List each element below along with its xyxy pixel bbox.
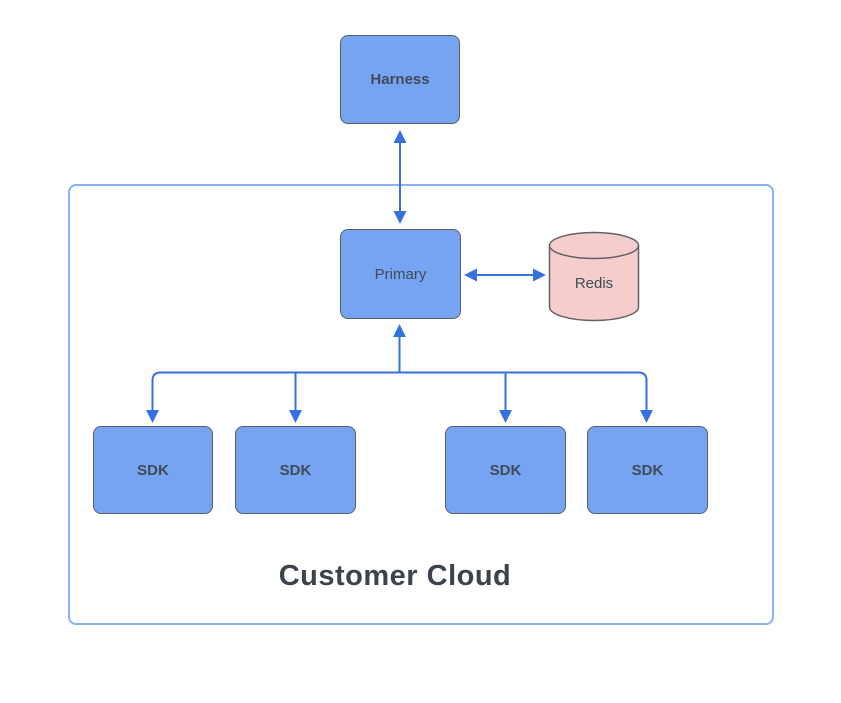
database-cylinder-shape: [548, 231, 640, 322]
redis-node: Redis: [548, 231, 640, 322]
sdk-label: SDK: [489, 461, 522, 479]
customer-cloud-label: Customer Cloud: [278, 560, 512, 592]
harness-label: Harness: [370, 71, 430, 88]
redis-label: Redis: [574, 275, 614, 292]
primary-label: Primary: [374, 265, 427, 283]
sdk-node-3: SDK: [445, 426, 566, 514]
sdk-node-1: SDK: [93, 426, 213, 514]
sdk-label: SDK: [631, 461, 664, 479]
sdk-node-2: SDK: [235, 426, 356, 514]
customer-cloud-container: [68, 184, 774, 625]
harness-node: Harness: [340, 35, 460, 124]
primary-node: Primary: [340, 229, 461, 319]
sdk-label: SDK: [279, 461, 312, 479]
sdk-node-4: SDK: [587, 426, 708, 514]
sdk-label: SDK: [137, 461, 169, 479]
